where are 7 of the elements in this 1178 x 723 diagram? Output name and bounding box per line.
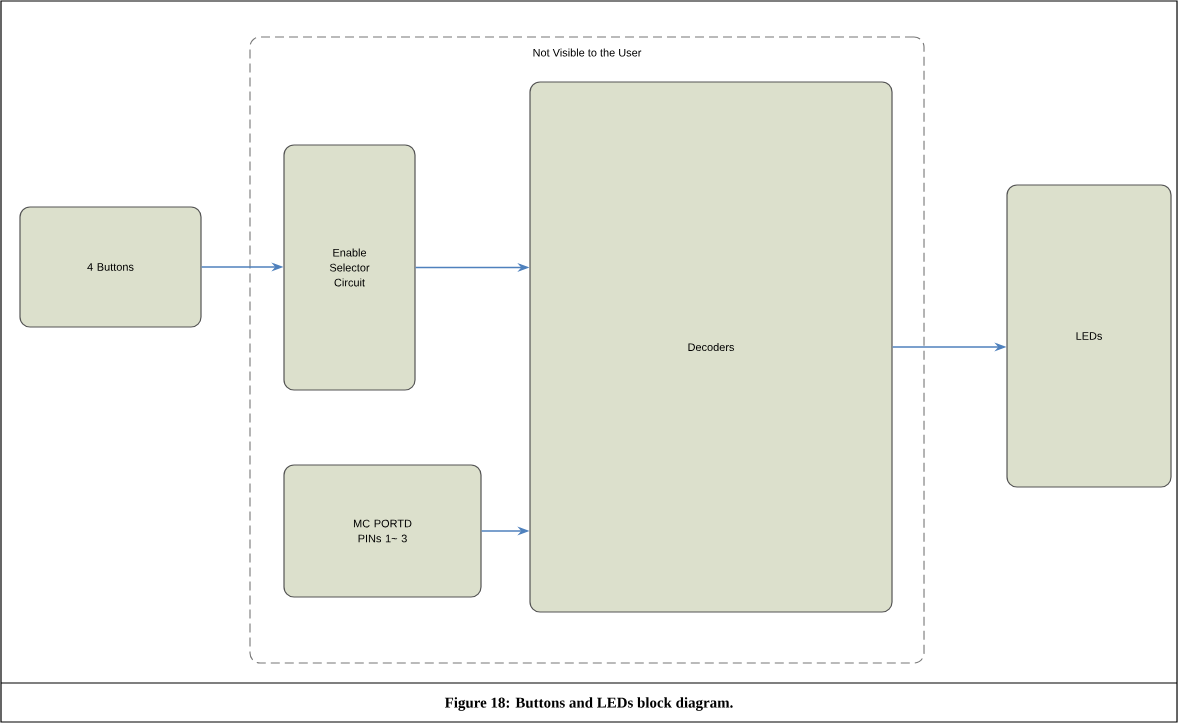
- block-box: MC PORTD PINs 1~ 3: [283, 464, 482, 598]
- block-box: Decoders: [529, 81, 893, 613]
- figure-caption: Figure 18: Buttons and LEDs block diagram.: [444, 697, 733, 711]
- block-box: Enable Selector Circuit: [283, 144, 416, 391]
- block-box: 4 Buttons: [19, 206, 202, 328]
- group-heading: Not Visible to the User: [533, 48, 642, 57]
- block-box: LEDs: [1006, 184, 1172, 488]
